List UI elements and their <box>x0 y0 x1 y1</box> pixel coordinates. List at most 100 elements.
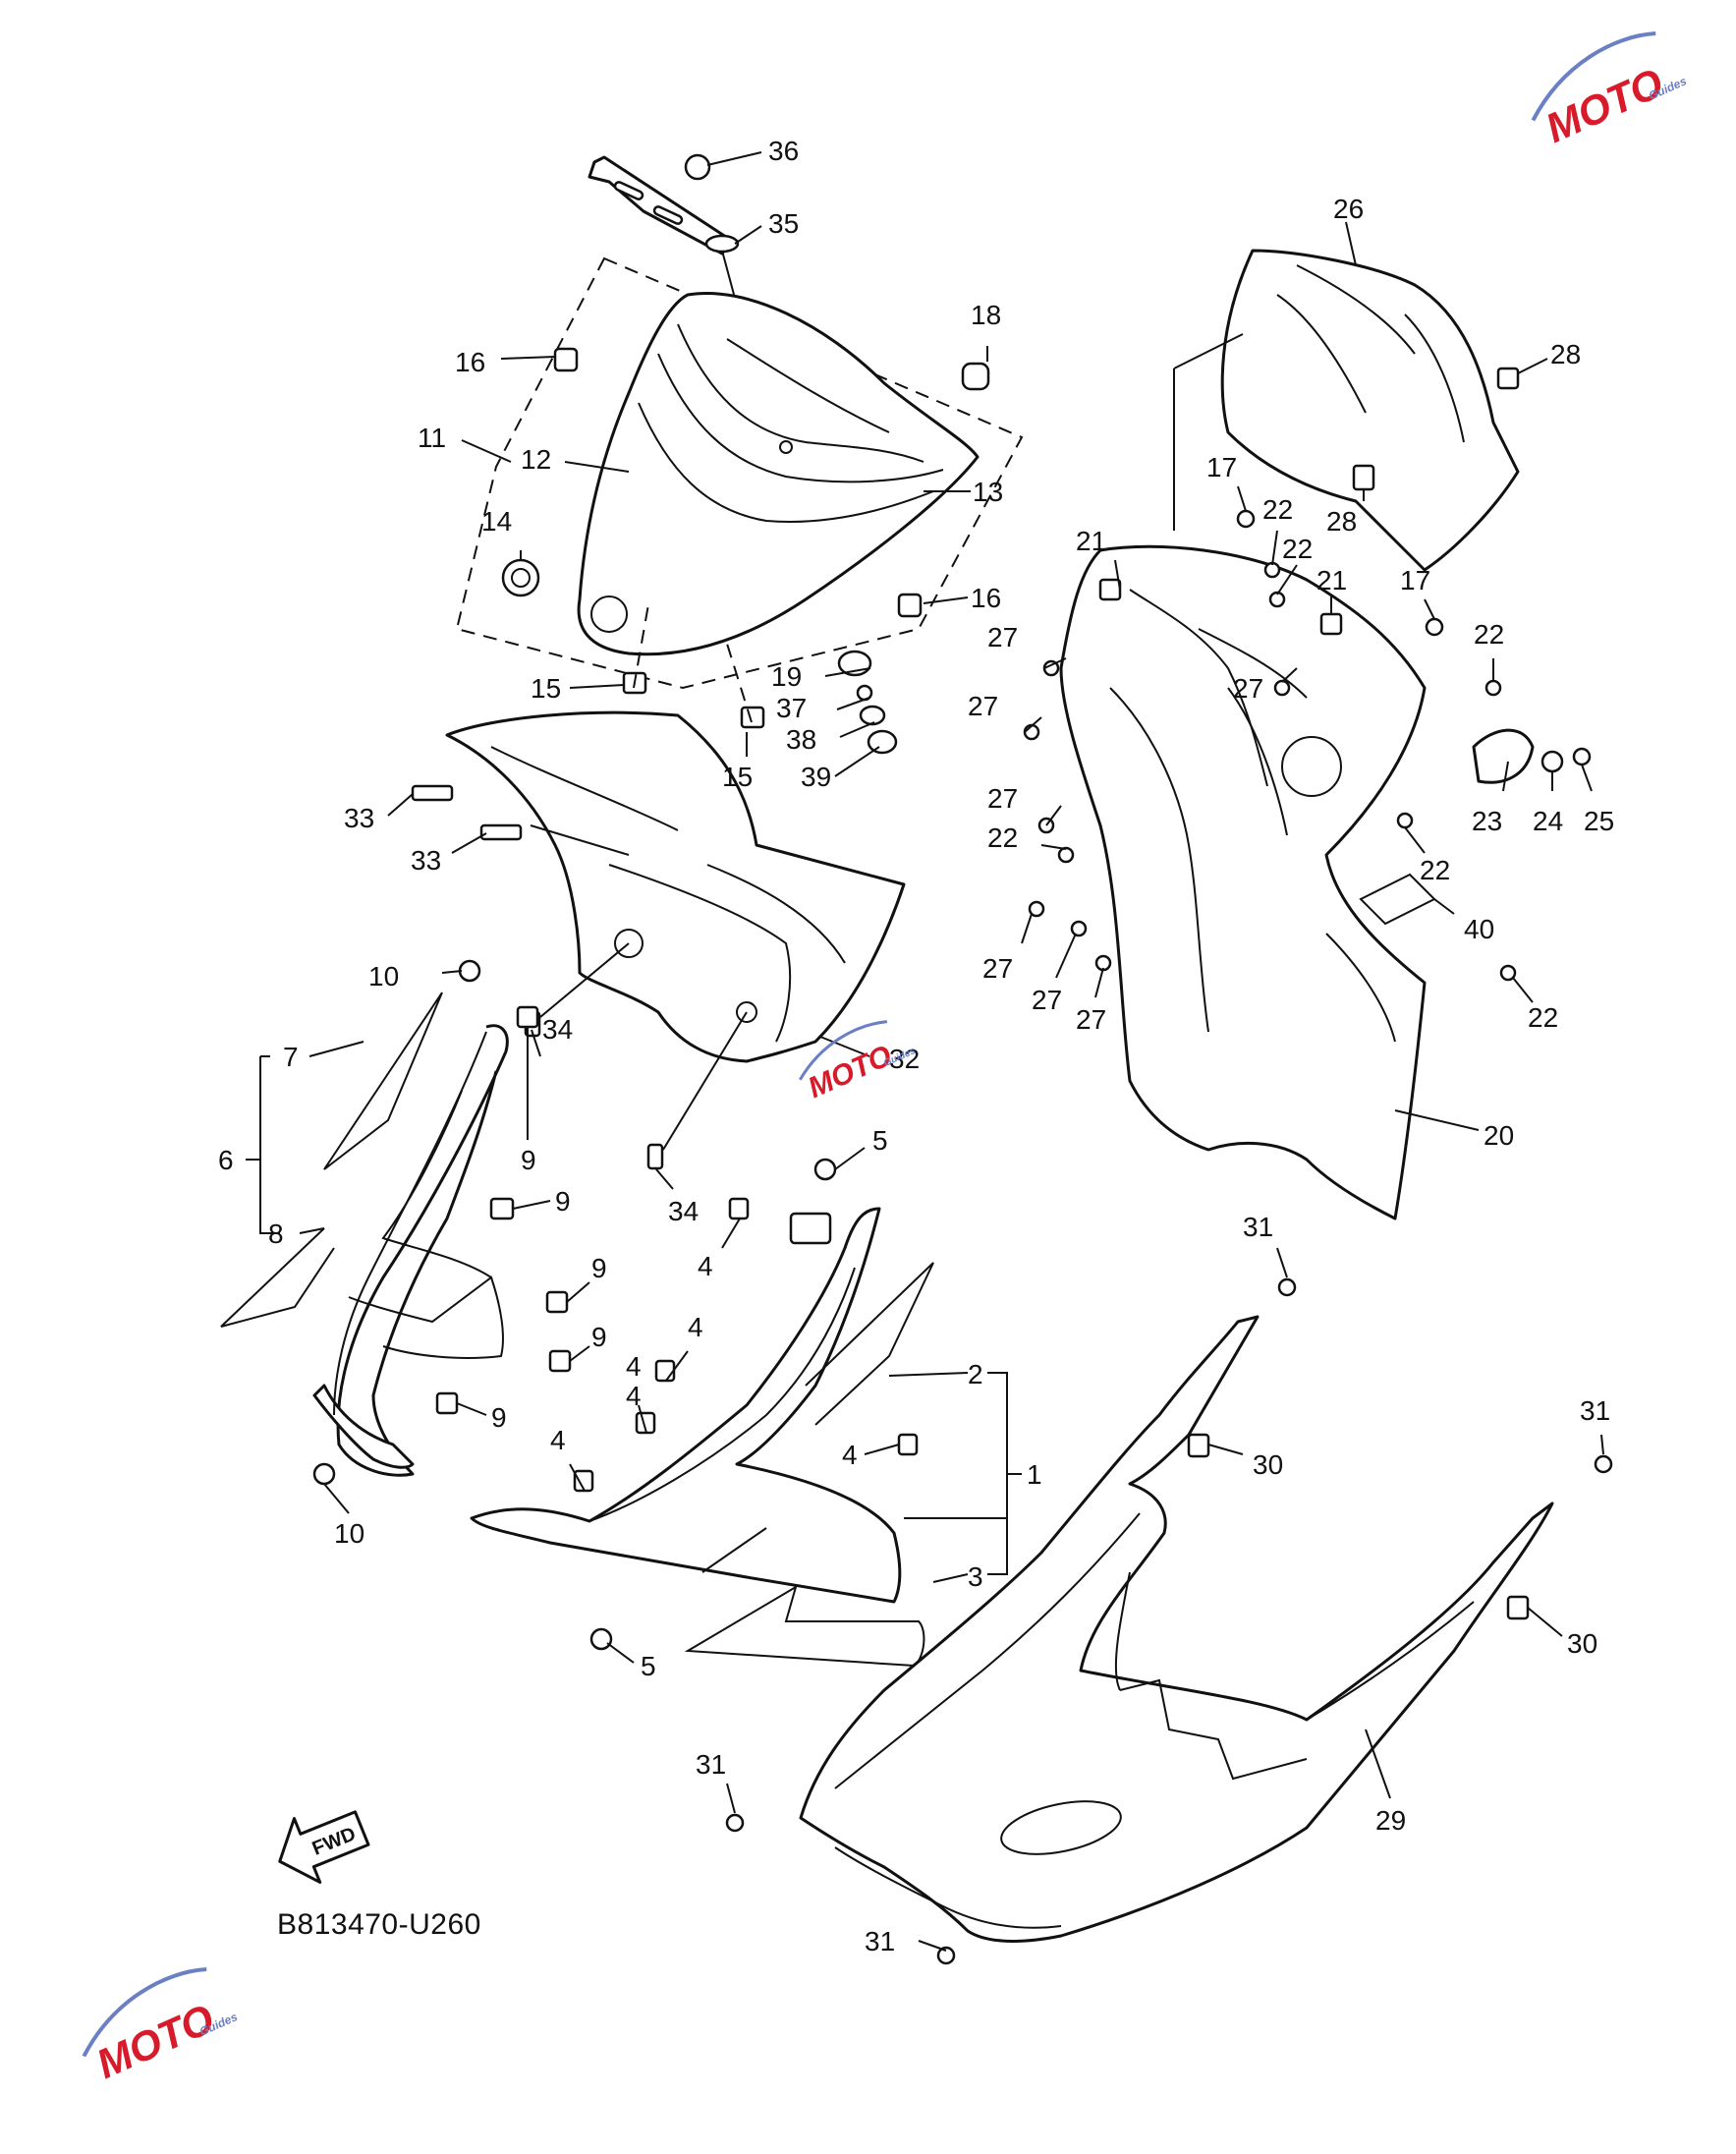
clip-16b <box>897 593 923 618</box>
callout-36: 36 <box>768 136 799 166</box>
callout-22b: 22 <box>1282 534 1313 564</box>
callout-21b: 21 <box>1316 565 1347 595</box>
callout-4d: 4 <box>550 1425 566 1455</box>
leg-shield <box>1059 544 1427 1220</box>
callout-27f: 27 <box>1076 1004 1106 1035</box>
callout-30b: 30 <box>1567 1628 1597 1659</box>
screw-31d <box>936 1946 956 1965</box>
callout-12: 12 <box>521 444 551 475</box>
callout-34a: 34 <box>542 1014 573 1045</box>
callout-9d: 9 <box>591 1322 607 1352</box>
watermark-brand: MOTO <box>1539 59 1670 151</box>
callout-4a: 4 <box>698 1251 713 1281</box>
callout-28b: 28 <box>1326 506 1357 537</box>
screw-22c <box>1484 679 1502 697</box>
cap-23 <box>1472 728 1535 784</box>
callout-22c: 22 <box>1474 619 1504 650</box>
callout-1: 1 <box>1027 1459 1042 1490</box>
callout-21a: 21 <box>1076 526 1106 556</box>
nut-35 <box>704 234 740 254</box>
callout-20: 20 <box>1484 1120 1514 1151</box>
callout-5a: 5 <box>872 1125 888 1156</box>
diagram-code: B813470-U260 <box>277 1908 481 1941</box>
screw-22d <box>1057 846 1075 864</box>
screw-31c <box>725 1813 745 1833</box>
callout-40: 40 <box>1464 914 1494 944</box>
side-cover-group <box>411 710 906 1170</box>
callout-27g: 27 <box>1233 673 1263 704</box>
callout-15b: 15 <box>722 762 753 792</box>
clip-33a <box>411 784 454 802</box>
clip-4b <box>654 1359 676 1383</box>
lower-cover-group <box>470 1158 934 1668</box>
screw-22e <box>1396 812 1414 829</box>
clip-30a <box>1187 1433 1210 1458</box>
callout-29: 29 <box>1375 1805 1406 1836</box>
clip-28b <box>1352 464 1375 491</box>
callout-4c: 4 <box>626 1351 642 1382</box>
lower-cover <box>470 1207 902 1604</box>
clip-28a <box>1496 367 1520 390</box>
callout-27e: 27 <box>1032 985 1062 1015</box>
callout-22e: 22 <box>1420 855 1450 885</box>
leader-lines <box>246 151 1604 1952</box>
clip-9a <box>516 1005 539 1029</box>
callout-17b: 17 <box>1400 565 1430 595</box>
callout-18: 18 <box>971 300 1001 330</box>
fwd-arrow-icon: FWD <box>278 1810 370 1884</box>
clip-33b <box>479 823 523 841</box>
emblem-14 <box>501 558 540 597</box>
clip-21b <box>1319 612 1343 636</box>
callout-31a: 31 <box>1243 1212 1273 1242</box>
front-cover-dashed-frame <box>455 256 1024 690</box>
callout-7: 7 <box>283 1042 299 1072</box>
screw-27d <box>1028 900 1045 918</box>
callout-4f: 4 <box>626 1381 642 1411</box>
callout-10a: 10 <box>368 961 399 992</box>
washer-38 <box>859 705 886 726</box>
callout-9c: 9 <box>591 1253 607 1283</box>
side-cover <box>445 710 906 1063</box>
callout-11: 11 <box>418 423 446 453</box>
callout-19: 19 <box>771 661 802 692</box>
callout-17a: 17 <box>1206 452 1237 482</box>
screw-31b <box>1594 1454 1613 1474</box>
footrest-board <box>799 1315 1554 1943</box>
screw-10a <box>458 959 481 983</box>
bolt-25 <box>1572 747 1592 766</box>
callout-9a: 9 <box>521 1145 536 1175</box>
leg-shield-group <box>1023 249 1592 1220</box>
handle-cover <box>1220 249 1520 572</box>
callout-33a: 33 <box>344 803 374 833</box>
callout-labels: 1 2 3 4 4 4 4 4 4 5 5 6 7 8 9 9 9 9 9 10… <box>218 136 1614 1956</box>
watermark-top-right: MOTO Guides <box>1531 31 1689 151</box>
callout-39: 39 <box>801 762 831 792</box>
screw-5b <box>589 1627 613 1651</box>
callout-27b: 27 <box>968 691 998 721</box>
callout-16b: 16 <box>971 583 1001 613</box>
callout-3: 3 <box>968 1561 983 1592</box>
screw-27g <box>1273 679 1291 697</box>
watermark-bottom-left: MOTO Guides <box>82 1967 240 2087</box>
screw-22f <box>1499 964 1517 982</box>
callout-27a: 27 <box>987 622 1018 652</box>
screw-10b <box>312 1462 336 1486</box>
callout-23: 23 <box>1472 806 1502 836</box>
screw-5a <box>813 1158 837 1181</box>
callout-24: 24 <box>1533 806 1563 836</box>
callout-5b: 5 <box>641 1651 656 1681</box>
callout-14: 14 <box>481 506 512 537</box>
callout-34b: 34 <box>668 1196 699 1226</box>
bracket-lower <box>789 1212 832 1245</box>
callout-4b: 4 <box>688 1312 703 1342</box>
callout-27c: 27 <box>987 783 1018 814</box>
clip-21a <box>1098 578 1122 601</box>
callout-27d: 27 <box>982 953 1013 984</box>
clip-30b <box>1506 1595 1530 1620</box>
front-cover-group <box>455 153 1024 755</box>
callout-22d: 22 <box>987 822 1018 853</box>
screw-27f <box>1094 954 1112 972</box>
callout-10b: 10 <box>334 1518 364 1549</box>
callout-26: 26 <box>1333 194 1364 224</box>
